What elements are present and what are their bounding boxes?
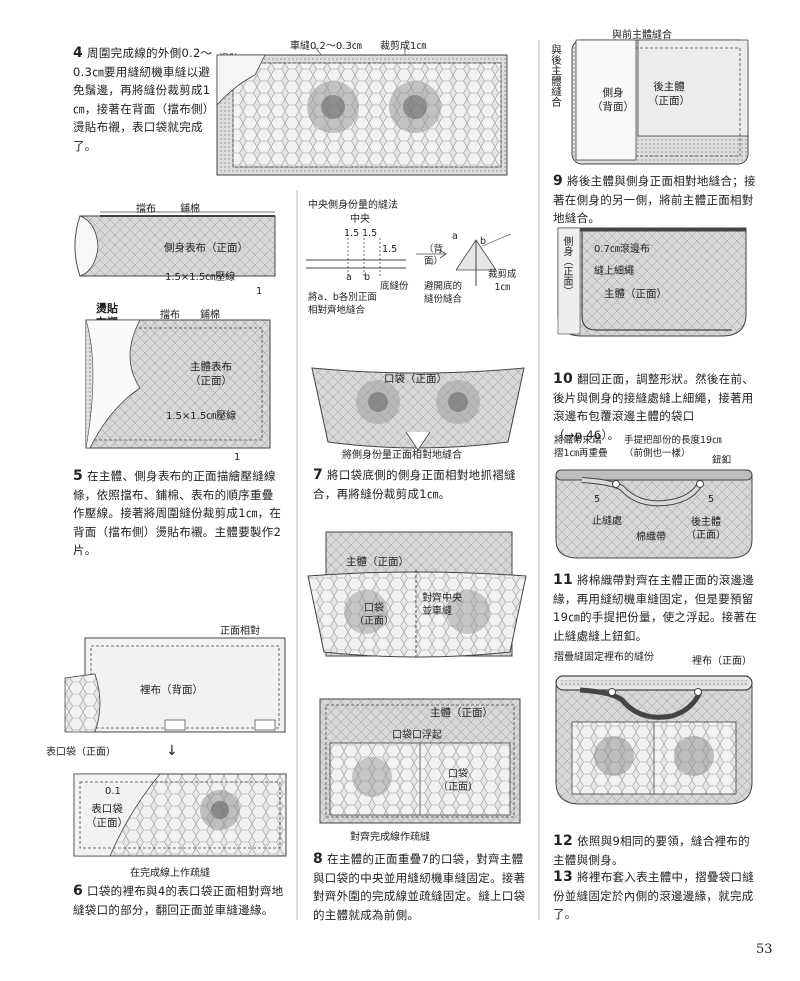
fig8b-label-body: 主體（正面） [430,707,493,719]
fig9-label-side: 側身（背面） [592,87,634,113]
figc-center: 中央 [350,214,370,225]
page-number: 53 [756,942,773,957]
fig8b-label-baste: 對齊完成線作疏縫 [350,832,430,843]
fig6b-illustration [73,773,287,857]
fig5b-label-batting: 鋪棉 [200,310,220,321]
fig5a-side-illustration [74,211,276,277]
figc-open: 避開底的縫份縫合 [424,281,463,305]
fig5b-label-one: 1 [234,452,241,463]
fig12-label-lining: 裡布（正面） [692,656,752,667]
fig9-label-front: 與前主體縫合 [612,30,672,41]
fig11-label-button: 鈕釦 [712,455,732,466]
fig8a-illustration [307,531,527,658]
figc-bottom-seam: 底縫份 [380,281,409,292]
fig8a-label-body: 主體（正面） [346,556,409,568]
fig8a-label-pocket: 口袋（正面） [354,603,394,627]
fig5a-label-quilt: 1.5×1.5㎝壓線 [165,272,236,283]
fig5b-label-lining: 擋布 [160,310,180,321]
fig11-label-five2: 5 [708,494,715,505]
figc-d1: 1.5 [344,228,360,239]
fig6a-label-rs: 正面相對 [220,626,260,637]
fig11-label-handle: 手提把部份的長度19㎝（前側也一樣） [624,435,722,459]
fig10-label-cord: 縫上細繩 [594,266,634,277]
fig8b-illustration [319,698,521,824]
fig6a-label-lining: 裡布（背面） [140,684,203,696]
fig8b-label-float: 口袋口浮起 [392,730,442,741]
figc-b: b [364,272,371,283]
figc-note: 將a．b各別正面相對齊地縫合 [308,292,377,316]
fig5b-body-illustration [85,319,271,449]
fig4-label-stitch: 車縫0.2〜0.3㎝ [290,41,362,52]
fig11-label-rear: 後主體（正面） [686,517,726,541]
fig5a-label-fabric: 側身表布（正面） [164,242,248,254]
fig11-label-five1: 5 [594,494,601,505]
fig7-label-pocket: 口袋（正面） [384,373,447,385]
column-divider-left [296,190,298,920]
fig10-label-bind: 0.7㎝滾邊布 [594,244,650,255]
fig5a-label-one: 1 [256,286,263,297]
fig9-illustration [571,39,749,165]
fig8b-label-pocket: 口袋（正面） [438,769,478,793]
fig12-illustration [555,675,753,805]
fig6a-arrow: ↓ [166,743,178,759]
figc-d2: 1.5 [362,228,378,239]
fig11-label-stop: 止縫處 [592,516,622,527]
figc-a2: a [452,231,458,242]
fig9-label-rear: 後主體（正面） [648,81,690,107]
fig5b-label-fabric: 主體表布（正面） [190,361,232,387]
figc-d3: 1.5 [382,244,398,255]
fig11-label-end: 將織帶末端摺1㎝再重疊 [554,435,608,459]
fig10-label-side: 側身（正面） [561,236,572,296]
fig6b-label-pocket: 表口袋（正面） [86,803,128,829]
fig10-illustration [557,227,747,337]
fig6b-label-num: 0.1 [105,786,121,797]
fig8a-label-align: 對齊中央並車縫 [422,593,462,617]
fig7-label-sew: 將側身份量正面相對地縫合 [342,450,462,461]
figc-back: （背面） [424,244,444,267]
fig11-illustration [555,469,753,559]
figc-a: a [346,272,352,283]
fig6a-label-outer: 表口袋（正面） [46,747,116,758]
fig5a-label-lining: 擋布 [136,204,156,215]
figc-b2: b [480,236,487,247]
fig10-label-body: 主體（正面） [604,288,667,300]
fig5a-label-batting: 鋪棉 [180,204,200,215]
fig11-label-tape: 棉織帶 [636,532,666,543]
column-divider-right [538,40,540,920]
fig12-label-fold: 摺疊縫固定裡布的縫份 [554,652,654,663]
fig6a-illustration [64,637,286,733]
fig9-label-back-side: 與後主體縫合 [550,44,562,107]
figc-title: 中央側身份量的縫法 [308,200,398,211]
fig6b-label-topstitch: 在完成線上作疏縫 [130,868,210,879]
fig5b-label-quilt: 1.5×1.5㎝壓線 [166,411,237,422]
fig4-pocket-illustration [216,46,508,176]
figc-seam-diagram [306,233,512,286]
fig7-pocket-illustration [311,367,525,451]
fig4-label-cut: 裁剪成1㎝ [380,41,427,52]
